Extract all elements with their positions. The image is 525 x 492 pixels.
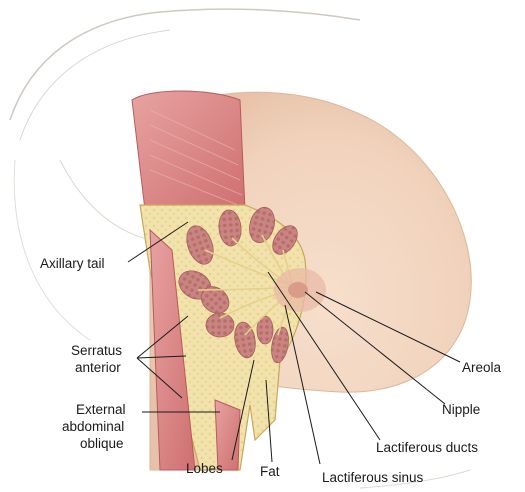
label-nipple: Nipple <box>442 402 480 417</box>
label-axillary-tail: Axillary tail <box>40 256 105 271</box>
label-serratus-line1: Serratus <box>71 343 122 358</box>
label-external-line2: abdominal <box>62 419 124 434</box>
label-serratus-line2: anterior <box>75 360 121 375</box>
nipple <box>288 282 308 298</box>
label-lactiferous-ducts: Lactiferous ducts <box>376 440 478 455</box>
label-lobes: Lobes <box>186 461 223 476</box>
oblique-muscle <box>215 400 240 470</box>
label-external-line1: External <box>76 402 126 417</box>
pectoral-muscle <box>132 91 245 210</box>
label-areola: Areola <box>462 360 502 375</box>
label-external-line3: oblique <box>80 436 124 451</box>
label-lactiferous-sinus: Lactiferous sinus <box>322 470 424 485</box>
label-fat: Fat <box>260 464 280 479</box>
